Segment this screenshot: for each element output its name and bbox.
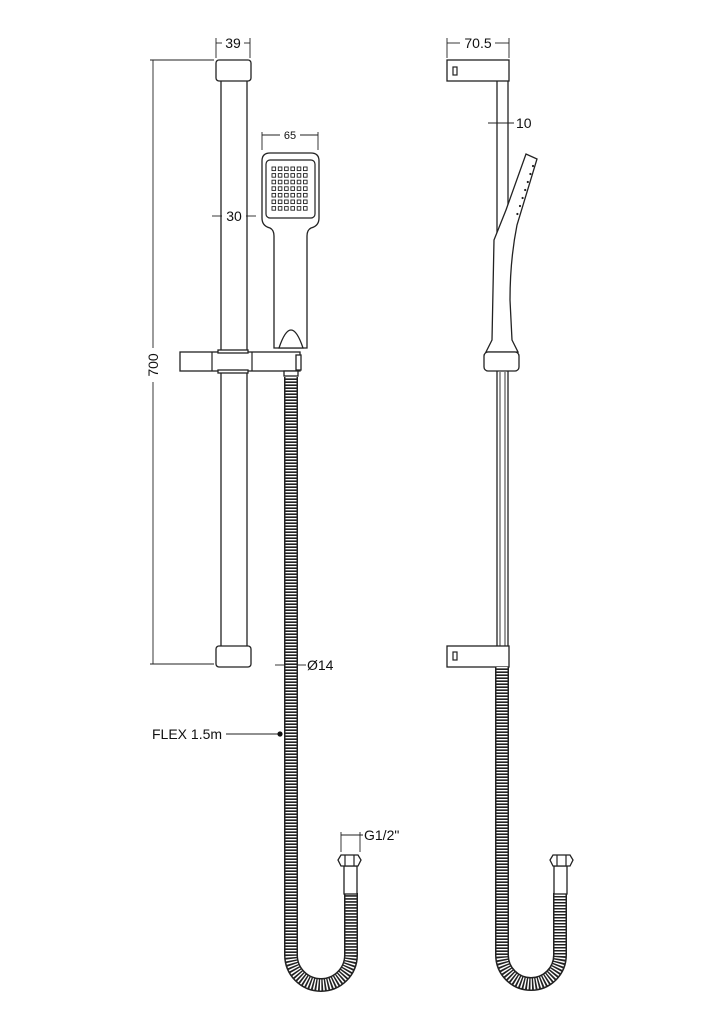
flexible-hose <box>284 377 362 992</box>
spray-nozzle <box>284 173 289 178</box>
spray-nozzle <box>284 206 289 211</box>
spray-nozzle <box>271 186 277 191</box>
dim-bracket-width: 39 <box>215 35 251 58</box>
spray-nozzle <box>284 166 289 172</box>
spray-nozzle <box>277 192 283 198</box>
spray-nozzle <box>290 186 295 191</box>
spray-nozzle <box>303 173 308 178</box>
spray-nozzle <box>284 192 289 198</box>
side-hand-shower <box>484 153 538 353</box>
hose-connector-tail <box>343 865 358 895</box>
dim-rail-diameter-label: 30 <box>226 208 242 224</box>
spray-nozzle <box>303 166 308 172</box>
spray-nozzle <box>303 206 308 211</box>
dim-hose-diameter-label: Ø14 <box>307 657 334 673</box>
spray-nozzle <box>296 173 302 178</box>
spray-nozzle <box>296 206 302 211</box>
spray-nozzle <box>271 192 277 198</box>
spray-nozzle <box>271 173 277 178</box>
spray-nozzle <box>277 173 283 178</box>
side-nozzle <box>526 180 529 184</box>
side-nozzle <box>531 164 535 168</box>
spray-nozzle <box>296 179 302 185</box>
hose-label: FLEX 1.5m <box>152 726 222 742</box>
spray-nozzle <box>271 199 277 205</box>
spray-nozzle <box>277 179 283 185</box>
spray-nozzle <box>271 166 277 172</box>
side-flexible-hose <box>495 667 574 991</box>
dim-connector-label: G1/2" <box>364 827 399 843</box>
spray-nozzle <box>290 206 295 211</box>
spray-nozzle <box>284 186 289 191</box>
spray-nozzle <box>296 199 302 205</box>
spray-nozzle <box>271 206 277 211</box>
side-view: 70.5 10 <box>446 35 574 991</box>
dim-gap-label: 10 <box>516 115 532 131</box>
dim-rail-length: 700 <box>145 59 214 665</box>
hose-nut <box>337 854 362 867</box>
side-nozzle <box>518 204 522 208</box>
spray-nozzle <box>277 186 283 191</box>
dim-bracket-depth-label: 70.5 <box>464 35 491 51</box>
dim-head-width-label: 65 <box>284 130 296 142</box>
front-view: 39 700 30 65 <box>145 35 399 992</box>
spray-nozzle <box>303 186 308 191</box>
dim-rail-length-label: 700 <box>145 353 161 377</box>
side-nozzle <box>524 188 527 192</box>
spray-nozzle <box>290 173 295 178</box>
dim-rail-diameter: 30 <box>212 207 256 224</box>
side-slider <box>483 351 520 372</box>
handset-cone <box>278 329 304 349</box>
spray-nozzle-grid <box>271 166 308 211</box>
spray-nozzle <box>290 199 295 205</box>
slider-holder <box>179 349 302 377</box>
spray-nozzle <box>296 192 302 198</box>
spray-nozzle <box>303 179 308 185</box>
dim-hose-diameter: Ø14 <box>275 657 334 673</box>
dim-connector: G1/2" <box>340 827 399 852</box>
side-nozzle <box>516 212 519 216</box>
hose-callout: FLEX 1.5m <box>152 726 283 742</box>
spray-nozzle <box>284 199 289 205</box>
side-top-bracket <box>446 59 510 82</box>
bottom-wall-bracket <box>215 645 252 668</box>
side-nozzle <box>529 172 532 176</box>
dim-bracket-depth: 70.5 <box>446 35 510 58</box>
spray-nozzle <box>296 166 302 172</box>
dim-bracket-width-label: 39 <box>225 35 241 51</box>
dim-head-width: 65 <box>261 130 319 150</box>
spray-nozzle <box>277 199 283 205</box>
spray-nozzle <box>277 166 283 172</box>
spray-nozzle <box>303 192 308 198</box>
hand-shower <box>261 152 320 349</box>
side-bottom-bracket <box>446 645 510 668</box>
spray-nozzle <box>303 199 308 205</box>
spray-nozzle <box>290 166 295 172</box>
spray-nozzle <box>296 186 302 191</box>
side-nozzle <box>521 196 524 200</box>
spray-nozzle <box>290 192 295 198</box>
spray-nozzle <box>284 179 289 185</box>
spray-nozzle <box>277 206 283 211</box>
top-wall-bracket <box>215 59 252 82</box>
spray-nozzle <box>271 179 277 185</box>
dim-gap: 10 <box>488 115 532 131</box>
spray-nozzle <box>290 179 295 185</box>
